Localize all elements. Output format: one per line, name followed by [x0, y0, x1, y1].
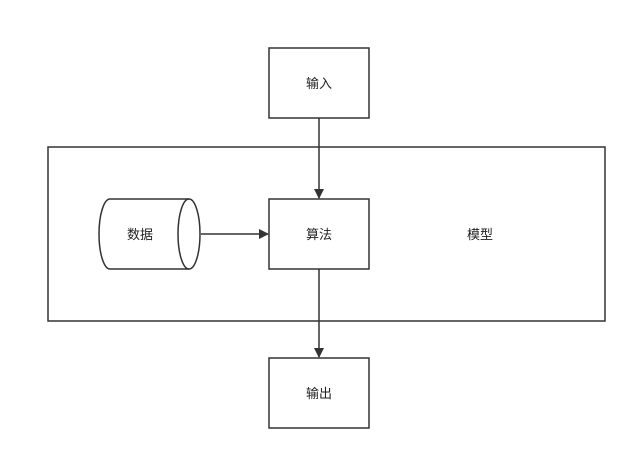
model-label: 模型: [467, 228, 493, 243]
data-cylinder-end: [177, 198, 190, 270]
model-container[interactable]: [47, 146, 606, 322]
output-label: 输出: [306, 386, 332, 402]
algorithm-label: 算法: [306, 228, 332, 243]
algorithm-box[interactable]: [268, 198, 370, 270]
data-label: 数据: [127, 228, 153, 243]
input-label: 输入: [306, 76, 332, 92]
data-cylinder[interactable]: [98, 198, 201, 270]
output-box[interactable]: [268, 357, 370, 429]
